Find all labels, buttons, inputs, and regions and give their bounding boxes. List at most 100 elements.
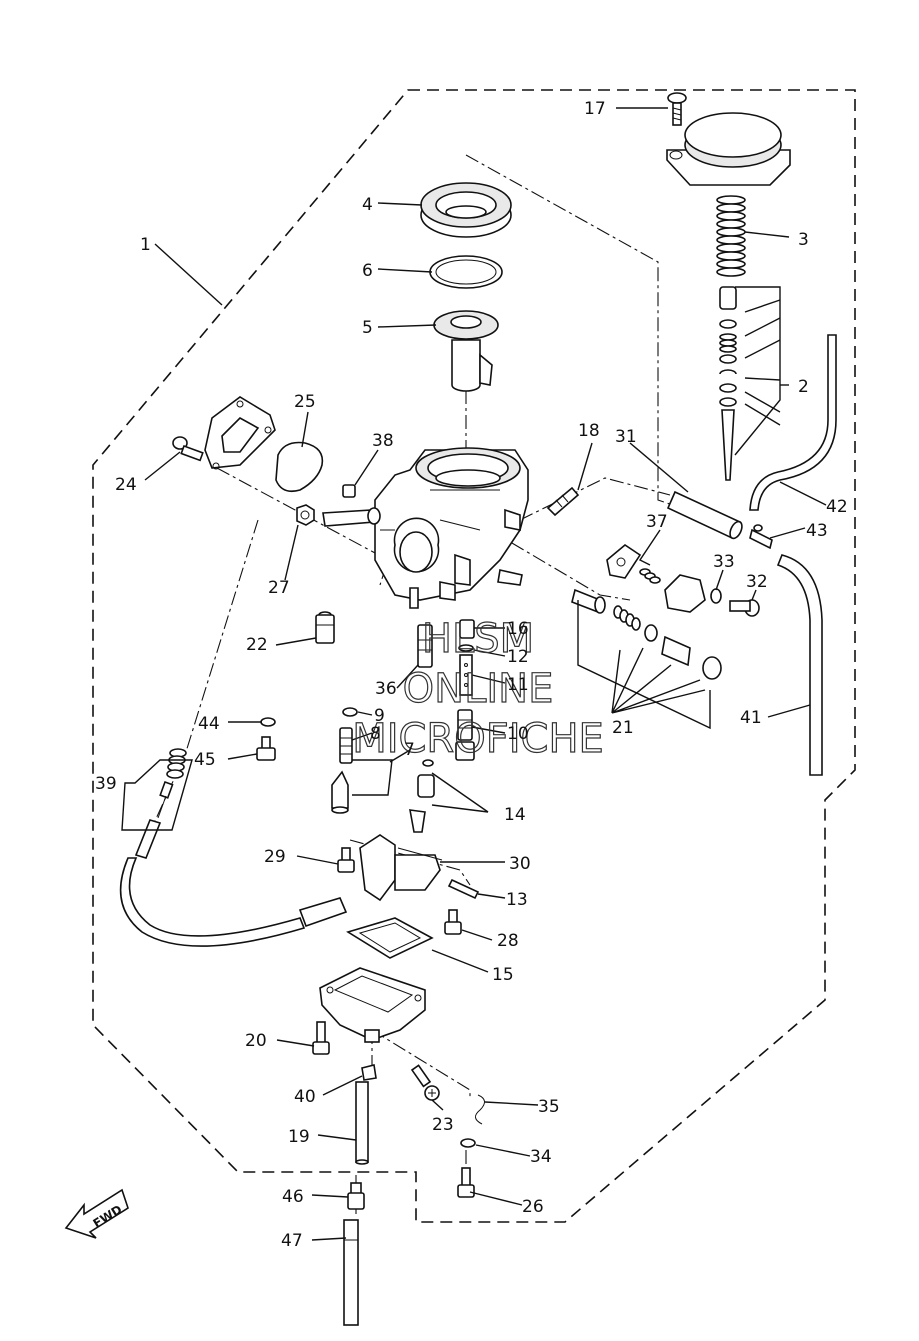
- part-34-washer: [460, 1138, 476, 1148]
- callout-5: 5: [362, 318, 373, 338]
- callout-38: 38: [372, 431, 394, 451]
- part-15-gasket: [346, 917, 434, 959]
- callout-30: 30: [509, 854, 531, 874]
- part-38-plug: [342, 484, 356, 498]
- part-27-nut: [296, 504, 315, 526]
- part-22-plug: [315, 611, 335, 644]
- callout-9: 9: [374, 706, 385, 726]
- callout-43: 43: [806, 521, 828, 541]
- callout-45: 45: [194, 750, 216, 770]
- callout-11: 11: [507, 675, 529, 695]
- part-23-screw: [410, 1064, 440, 1101]
- part-6-o-ring: [429, 255, 503, 289]
- gasket-plate: [204, 396, 276, 470]
- top-cap: [666, 112, 791, 186]
- part-19-drain-tube: [355, 1081, 369, 1165]
- float-bowl: [319, 967, 426, 1043]
- part-30-float: [359, 834, 443, 902]
- callout-46: 46: [282, 1187, 304, 1207]
- callout-3: 3: [798, 230, 809, 250]
- callout-31: 31: [615, 427, 637, 447]
- part-9-o-ring: [342, 707, 358, 717]
- carburetor-body: [322, 447, 529, 609]
- part-16-jet: [459, 619, 475, 639]
- part-4-diaphragm-ring: [420, 182, 512, 238]
- callout-19: 19: [288, 1127, 310, 1147]
- callout-17: 17: [584, 99, 606, 119]
- part-28-screw: [444, 909, 462, 935]
- callout-27: 27: [268, 578, 290, 598]
- part-26-screw: [457, 1167, 475, 1198]
- callout-44: 44: [198, 714, 220, 734]
- callout-41: 41: [740, 708, 762, 728]
- callout-23: 23: [432, 1115, 454, 1135]
- part-2-needle-set: [719, 286, 737, 481]
- callout-4: 4: [362, 195, 373, 215]
- part-12-washer: [458, 644, 474, 652]
- callout-42: 42: [826, 497, 848, 517]
- part-5-piston: [433, 310, 499, 392]
- callout-13: 13: [506, 890, 528, 910]
- part-41-hose: [776, 554, 823, 776]
- part-47-tube: [343, 1219, 359, 1326]
- callout-8: 8: [370, 724, 381, 744]
- callout-32: 32: [746, 572, 768, 592]
- part-10-main-jet: [455, 709, 475, 761]
- part-40-clamp: [361, 1064, 377, 1081]
- callout-16: 16: [507, 619, 529, 639]
- part-37-plate: [606, 544, 661, 584]
- callout-24: 24: [115, 475, 137, 495]
- part-44-washer: [260, 717, 276, 727]
- part-43-fitting: [749, 524, 773, 550]
- callout-26: 26: [522, 1197, 544, 1217]
- callout-labels: 17 1 4 3 6 5 2 25 38 18 31 24 42 37 43 3…: [95, 99, 848, 1251]
- callout-47: 47: [281, 1231, 303, 1251]
- part-33-bracket: [664, 574, 722, 613]
- callout-2: 2: [798, 377, 809, 397]
- part-29-screw: [337, 847, 355, 873]
- watermark-line-1: HLSM: [422, 616, 534, 662]
- part-45-screw: [256, 736, 276, 761]
- callout-36: 36: [375, 679, 397, 699]
- callout-40: 40: [294, 1087, 316, 1107]
- fwd-arrow: FWD: [64, 1188, 129, 1239]
- callout-10: 10: [507, 724, 529, 744]
- callout-18: 18: [578, 421, 600, 441]
- part-31-pipe: [666, 490, 743, 540]
- part-8-pilot-screw: [339, 727, 353, 764]
- callout-39: 39: [95, 774, 117, 794]
- callout-34: 34: [530, 1147, 552, 1167]
- part-32-screw: [729, 599, 760, 617]
- callout-15: 15: [492, 965, 514, 985]
- part-42-hose: [749, 334, 837, 511]
- part-36-needle-jet: [417, 624, 433, 668]
- part-20-screw: [312, 1021, 330, 1055]
- part-18-fitting: [546, 486, 580, 517]
- part-7-pilot-jet: [331, 770, 349, 814]
- callout-35: 35: [538, 1097, 560, 1117]
- throttle-adjuster-parts: [571, 588, 722, 680]
- watermark-line-2: ONLINE: [403, 666, 554, 712]
- part-24-screw: [172, 436, 204, 462]
- part-25-oval-gasket: [275, 441, 324, 493]
- leader-lines: [121, 107, 827, 1241]
- part-17-screw: [667, 92, 687, 126]
- callout-22: 22: [246, 635, 268, 655]
- watermark-line-3: MICROFICHE: [352, 716, 604, 762]
- part-14-needle-valve: [409, 759, 435, 833]
- callout-20: 20: [245, 1031, 267, 1051]
- callout-14: 14: [504, 805, 526, 825]
- watermark: HLSM ONLINE MICROFICHE: [352, 615, 605, 762]
- part-3-spring: [716, 195, 746, 277]
- callout-6: 6: [362, 261, 373, 281]
- callout-37: 37: [646, 512, 668, 532]
- part-13-pin: [447, 878, 480, 900]
- part-46-fitting: [347, 1182, 365, 1210]
- callout-33: 33: [713, 552, 735, 572]
- callout-29: 29: [264, 847, 286, 867]
- part-35-clip: [475, 1094, 485, 1125]
- callout-7: 7: [404, 740, 415, 760]
- assembly-boundary: [92, 89, 856, 1223]
- part-39-cable: [119, 748, 348, 947]
